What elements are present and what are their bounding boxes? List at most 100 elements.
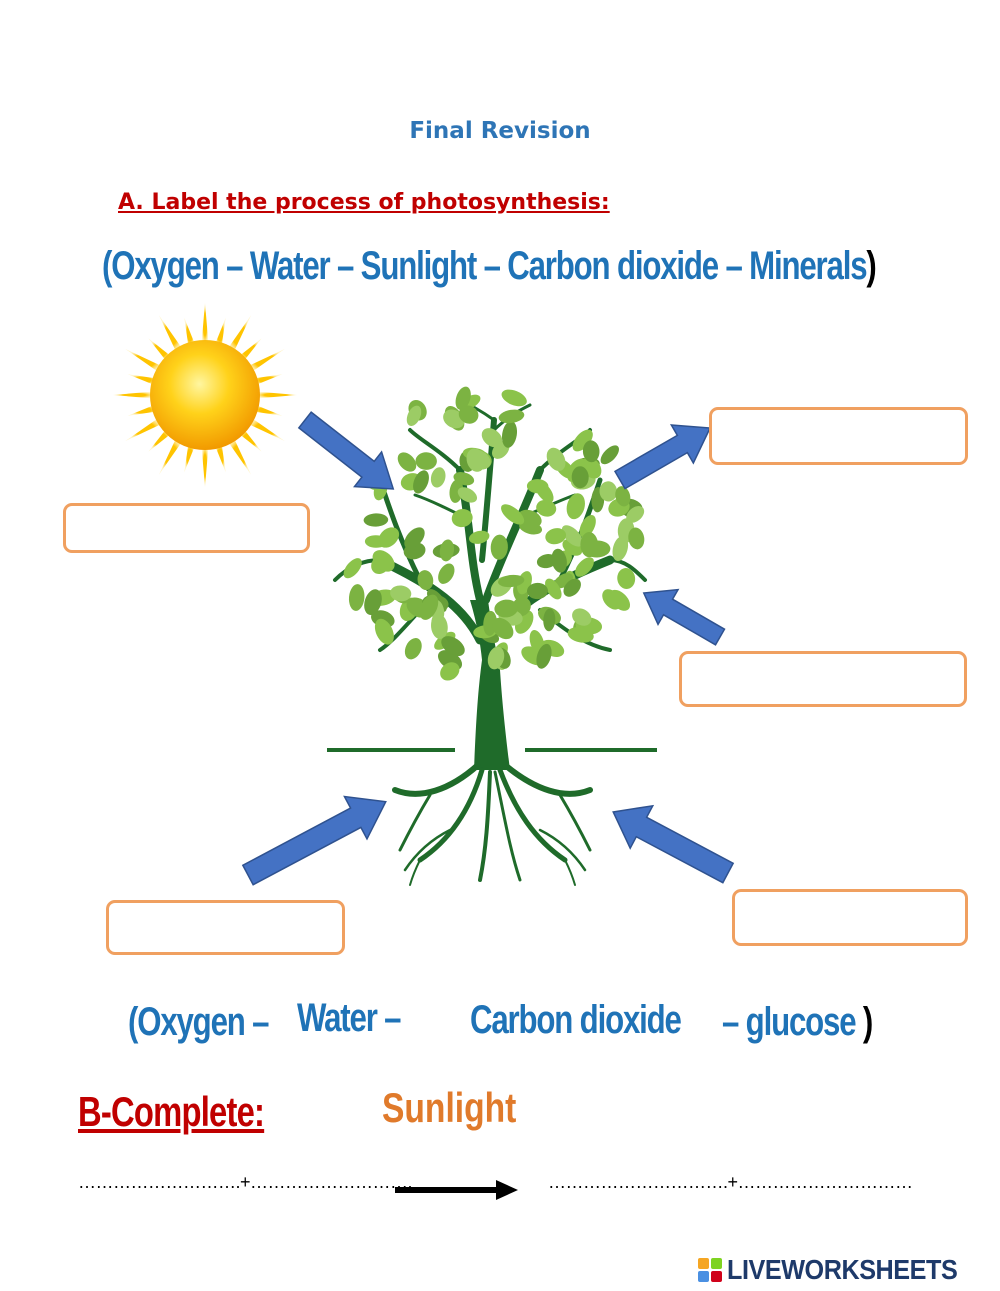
leaf <box>439 651 461 666</box>
arrows <box>241 411 735 886</box>
leaf <box>491 649 507 670</box>
sun-ray <box>214 317 226 348</box>
leaf <box>517 509 542 528</box>
leaf <box>567 627 594 643</box>
answer-box-sunlight[interactable] <box>63 503 310 553</box>
sun-ray <box>252 374 283 386</box>
leaf <box>441 636 465 657</box>
leaf <box>563 570 576 595</box>
leaf <box>600 445 620 465</box>
leaf <box>362 465 382 486</box>
leaf <box>579 515 596 538</box>
leaf <box>492 440 510 459</box>
sun-ray <box>246 349 285 374</box>
leaf <box>526 479 549 494</box>
sun-ray <box>113 391 156 399</box>
leaf <box>430 599 445 622</box>
leaf <box>501 389 527 407</box>
leaf <box>462 447 487 461</box>
leaf <box>551 548 567 573</box>
leaf <box>490 576 513 597</box>
sun-ray <box>127 374 158 386</box>
leaf <box>554 458 575 479</box>
leaf <box>432 543 460 559</box>
leaf <box>444 406 465 431</box>
leaf <box>438 563 455 584</box>
sun-ray <box>159 315 184 354</box>
leaf <box>399 597 419 622</box>
word-bank-b-glucose[interactable]: – glucose ) <box>722 1000 873 1045</box>
page-title: Final Revision <box>409 118 591 144</box>
answer-box-water[interactable] <box>106 900 345 955</box>
word-bank-b-oxygen[interactable]: (Oxygen – <box>128 1000 269 1044</box>
answer-box-minerals[interactable] <box>732 889 968 946</box>
leaf <box>437 650 463 671</box>
leaf <box>348 584 365 611</box>
leaf <box>459 450 476 472</box>
leaf <box>479 628 500 644</box>
leaf <box>373 478 388 501</box>
leaf <box>457 487 478 503</box>
leaf <box>529 630 545 656</box>
arrow-minerals-to-roots-icon <box>612 804 735 884</box>
sun-ray <box>252 404 283 416</box>
leaf <box>439 539 455 562</box>
leaf <box>430 467 446 488</box>
leaf <box>568 458 586 477</box>
leaf <box>572 429 593 452</box>
leaf <box>458 405 479 424</box>
leaf <box>616 496 636 518</box>
answer-box-carbon-dioxide[interactable] <box>679 651 967 707</box>
leaf <box>481 428 503 448</box>
leaf <box>404 638 422 660</box>
leaf <box>571 466 589 489</box>
leaf <box>458 394 481 411</box>
word-bank-a: (Oxygen – Water – Sunlight – Carbon diox… <box>102 244 877 289</box>
leaf <box>400 473 422 491</box>
leaf <box>431 614 448 639</box>
answer-box-oxygen[interactable] <box>709 407 968 465</box>
sun-ray <box>184 442 196 473</box>
sun-ray <box>148 427 173 452</box>
equation-arrow-label[interactable]: Sunlight <box>382 1084 517 1131</box>
leaf <box>521 646 547 666</box>
leaf <box>602 589 622 610</box>
leaf <box>501 504 525 525</box>
leaf <box>498 609 523 626</box>
word-bank-words: Oxygen – Water – Sunlight – Carbon dioxi… <box>111 244 867 288</box>
leaf <box>546 447 566 472</box>
leaf <box>616 498 643 517</box>
leaf <box>494 599 518 618</box>
leaf <box>608 498 630 517</box>
leaf <box>570 471 596 490</box>
leaf <box>583 540 611 558</box>
sun-ray <box>237 427 262 452</box>
leaf <box>540 639 565 657</box>
sun-ray <box>201 303 209 346</box>
leaf <box>581 457 602 479</box>
leaf <box>536 499 557 517</box>
leaf <box>517 571 532 595</box>
leaf <box>427 589 447 613</box>
leaf <box>562 538 583 556</box>
leaf <box>372 550 395 572</box>
leaf <box>369 589 397 606</box>
word-bank-open-paren: ( <box>102 244 112 288</box>
leaf <box>483 610 497 636</box>
leaf <box>422 594 449 613</box>
leaf <box>566 493 585 520</box>
leaf <box>404 527 425 549</box>
leaf <box>609 589 631 611</box>
leaf <box>501 421 518 448</box>
leaf <box>468 530 490 544</box>
liveworksheets-logo-text: LIVEWORKSHEETS <box>727 1254 958 1285</box>
leaf <box>575 617 603 635</box>
equation-reactants-blanks[interactable]: ……………………….+………………………. <box>78 1172 413 1192</box>
leaf <box>417 570 434 591</box>
leaf <box>440 662 460 681</box>
word-bank-b-water[interactable]: Water – <box>297 996 402 1040</box>
equation-products-blanks[interactable]: ………………………….+………………………… <box>548 1172 913 1192</box>
liveworksheets-logo: LIVEWORKSHEETS <box>697 1254 983 1285</box>
word-bank-b-carbon-dioxide[interactable]: Carbon dioxide <box>470 998 682 1042</box>
leaf <box>519 521 543 535</box>
